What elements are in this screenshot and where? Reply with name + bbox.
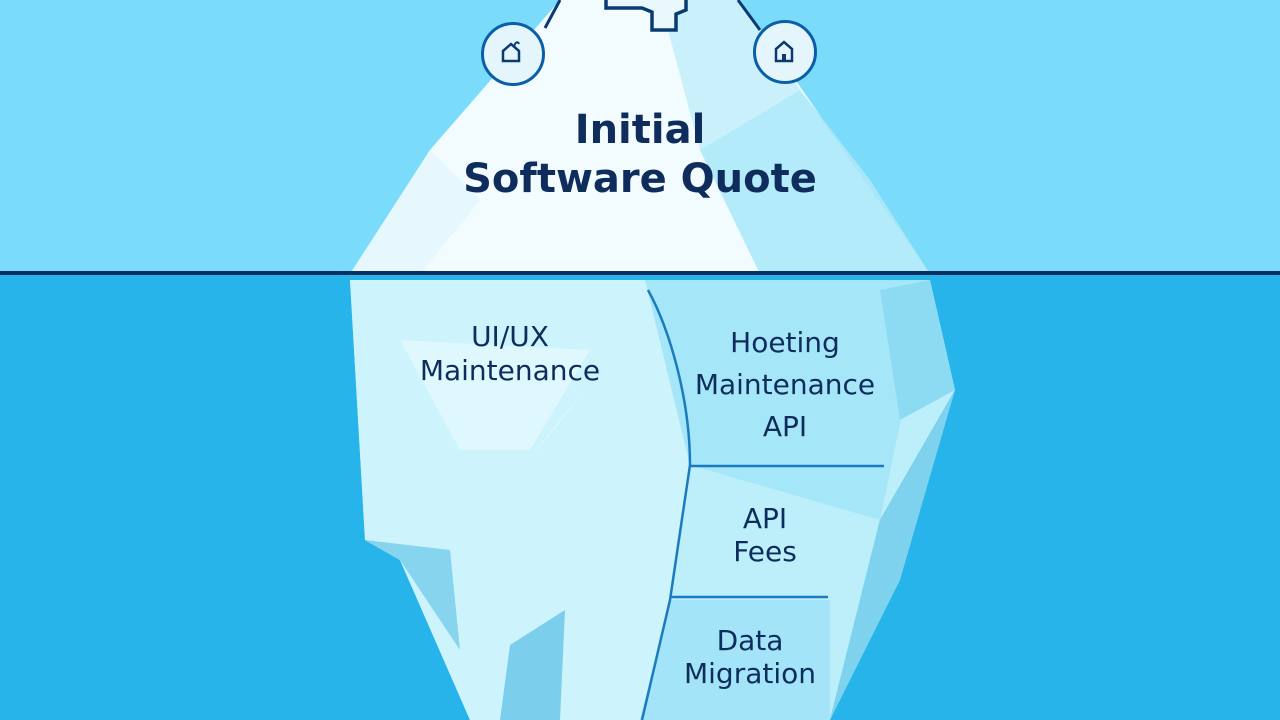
section-label: API [742,502,788,535]
section-label: API [762,410,808,443]
section-label: Migration [683,657,816,690]
section-api-fees: API Fees [680,502,850,568]
section-hosting-maintenance: Hoeting Maintenance API [660,322,910,448]
house-icon-right [753,20,817,84]
section-label: Maintenance [419,354,601,387]
section-divider [640,289,692,720]
peak-device-icon [604,0,688,32]
section-label: Hoeting [730,326,840,359]
section-label: Fees [733,535,797,568]
above-water-title: Initial Software Quote [390,106,890,204]
section-label: UI/UX [471,320,549,353]
section-label: Data [716,624,784,657]
waterline [0,271,1280,275]
title-line-1: Initial [574,107,706,153]
title-line-2: Software Quote [463,156,817,202]
section-uiux-maintenance: UI/UX Maintenance [380,320,640,388]
house-icon-left [481,22,545,86]
section-data-migration: Data Migration [650,624,850,690]
section-label: Maintenance [694,368,876,401]
